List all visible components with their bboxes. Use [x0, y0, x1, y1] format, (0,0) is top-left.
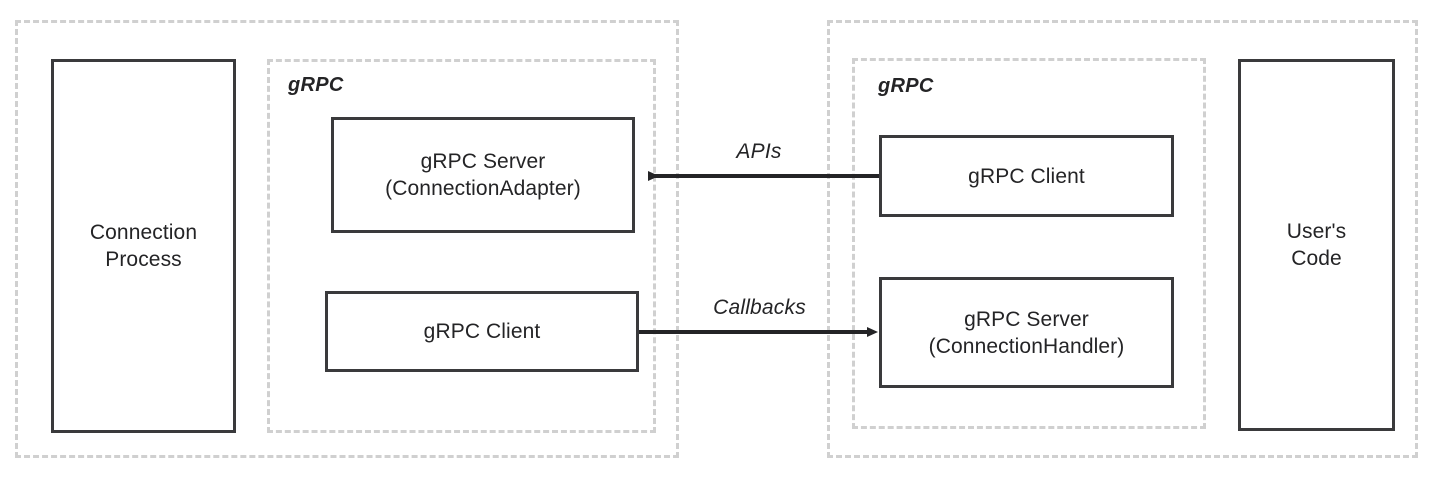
node-users-code-label: User's Code: [1286, 220, 1347, 270]
group-grpc-left: [267, 59, 656, 433]
node-grpc-server-connection-handler[interactable]: gRPC Server (ConnectionHandler): [879, 277, 1174, 388]
node-grpc-server-connection-handler-label: gRPC Server (ConnectionHandler): [928, 307, 1125, 358]
group-connection-process-outer: [15, 20, 679, 458]
node-grpc-client-right-label: gRPC Client: [968, 164, 1085, 188]
group-grpc-right: [852, 58, 1206, 429]
group-user-code-outer: [827, 20, 1418, 458]
node-users-code[interactable]: User's Code: [1238, 59, 1395, 431]
edge-label-callbacks: Callbacks: [713, 296, 806, 319]
node-grpc-client-right[interactable]: gRPC Client: [879, 135, 1174, 217]
node-grpc-client-left-label: gRPC Client: [423, 320, 541, 343]
node-grpc-server-connection-adapter[interactable]: gRPC Server (ConnectionAdapter): [331, 117, 635, 233]
group-grpc-left-caption: gRPC: [288, 74, 344, 96]
node-grpc-server-connection-adapter-label: gRPC Server (ConnectionAdapter): [385, 150, 581, 200]
group-grpc-right-caption: gRPC: [878, 75, 934, 97]
node-connection-process[interactable]: Connection Process: [51, 59, 236, 433]
edge-label-apis: APIs: [736, 140, 782, 163]
node-connection-process-label: Connection Process: [89, 221, 198, 271]
node-grpc-client-left[interactable]: gRPC Client: [325, 291, 639, 372]
